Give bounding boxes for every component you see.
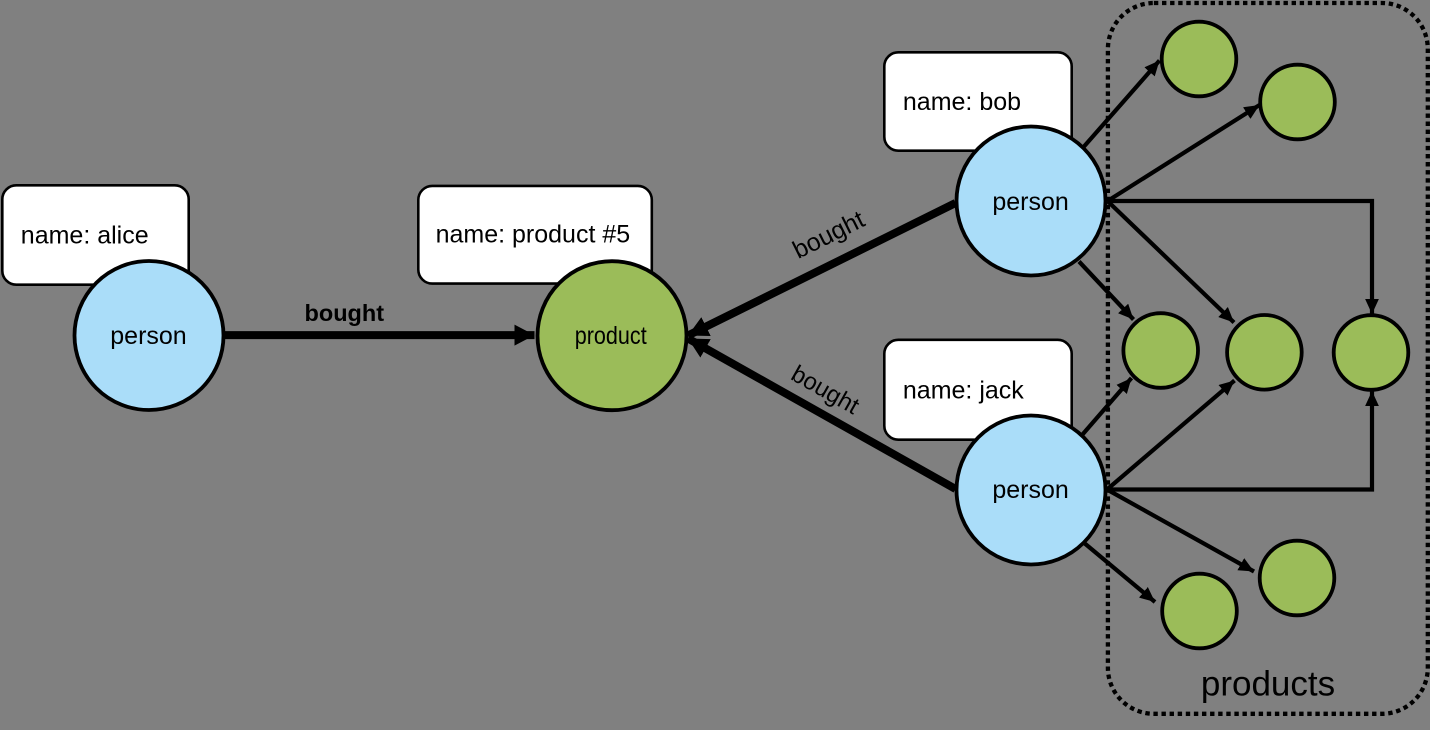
- svg-text:name: bob: name: bob: [903, 88, 1021, 116]
- svg-text:name: jack: name: jack: [903, 377, 1024, 405]
- svg-text:name: alice: name: alice: [21, 222, 149, 250]
- svg-text:name: product #5: name: product #5: [436, 221, 631, 249]
- svg-text:products: products: [1201, 665, 1335, 704]
- svg-text:person: person: [992, 476, 1068, 504]
- svg-text:person: person: [110, 322, 186, 350]
- svg-text:product: product: [575, 322, 647, 350]
- svg-text:bought: bought: [304, 300, 384, 326]
- svg-text:person: person: [992, 188, 1068, 216]
